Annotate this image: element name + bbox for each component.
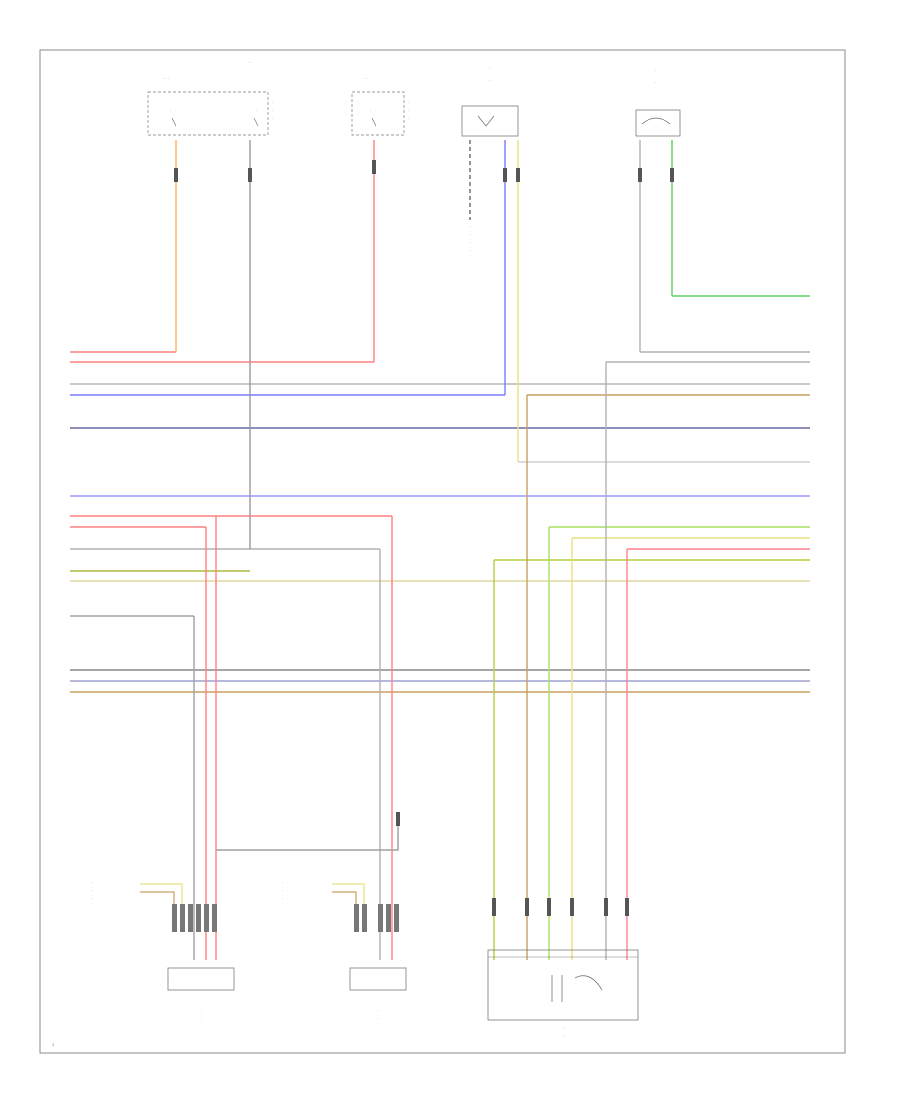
svg-text:·: · xyxy=(654,81,655,85)
fuse-block-1: · · · · · · · · · · xyxy=(147,61,273,136)
svg-text:·: · xyxy=(377,1009,378,1013)
svg-text:·: · xyxy=(282,889,283,893)
svg-text:·: · xyxy=(489,79,490,83)
svg-text:·: · xyxy=(469,225,470,229)
svg-text:·: · xyxy=(282,897,283,901)
module-1: · · · · · xyxy=(92,881,235,1021)
module-2: · · · · · xyxy=(282,881,407,1021)
oil-sensor: · · xyxy=(635,69,681,137)
svg-text:·: · xyxy=(199,1009,200,1013)
svg-text:·: · xyxy=(408,101,409,105)
svg-text:·: · xyxy=(92,897,93,901)
svg-text:·: · xyxy=(272,101,273,105)
svg-text:·: · xyxy=(92,881,93,885)
svg-text:· · ·: · · · xyxy=(163,77,168,81)
page-number: 1 xyxy=(52,1043,54,1047)
component-label: · · xyxy=(248,61,251,65)
svg-text:·: · xyxy=(562,1027,563,1031)
horizontal-wires xyxy=(70,295,810,693)
svg-text:·: · xyxy=(370,109,371,113)
svg-text:·: · xyxy=(562,1035,563,1039)
vertical-wires xyxy=(175,140,673,960)
fuse-block-2: · · · · · · xyxy=(351,77,409,136)
svg-text:·: · xyxy=(272,117,273,121)
connector-marks xyxy=(174,160,674,916)
svg-text:·: · xyxy=(469,241,470,245)
svg-text:·: · xyxy=(654,69,655,73)
svg-text:·: · xyxy=(489,67,490,71)
svg-text:·: · xyxy=(469,249,470,253)
svg-text:·: · xyxy=(199,1017,200,1021)
svg-text:·: · xyxy=(469,233,470,237)
svg-text:·: · xyxy=(272,109,273,113)
svg-text:·: · xyxy=(92,889,93,893)
svg-text:·: · xyxy=(256,109,257,113)
svg-text:· ·: · · xyxy=(364,77,367,81)
diagram-frame xyxy=(39,49,846,1054)
ground-label: · · · · xyxy=(469,225,470,253)
main-relay: · · xyxy=(461,67,519,137)
svg-text:·: · xyxy=(377,1017,378,1021)
svg-text:·: · xyxy=(170,109,171,113)
svg-text:·: · xyxy=(408,109,409,113)
svg-text:·: · xyxy=(408,117,409,121)
svg-text:·: · xyxy=(282,881,283,885)
module-3: · · xyxy=(487,949,639,1039)
